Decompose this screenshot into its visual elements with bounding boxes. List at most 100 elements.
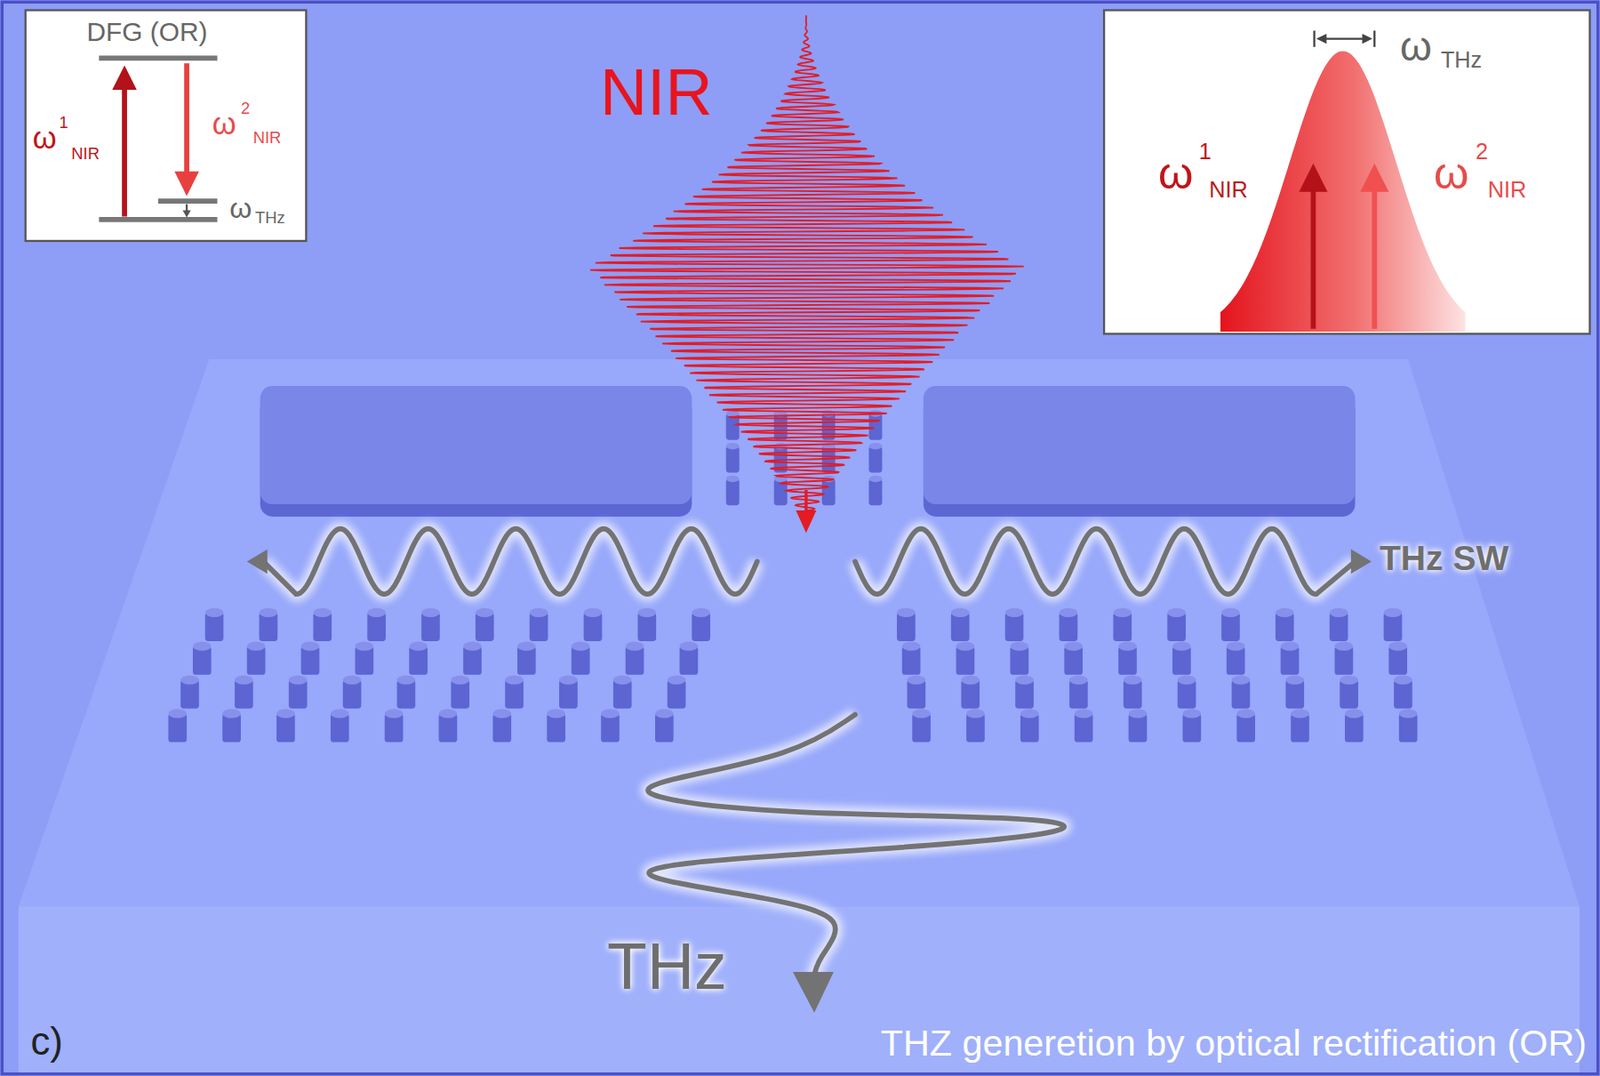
pump-arrow (121, 88, 128, 217)
pillar-top (492, 708, 512, 718)
pillar-top (517, 641, 536, 651)
pillar (726, 478, 740, 505)
pillar-top (343, 674, 362, 684)
pillar-top (956, 641, 976, 651)
pillar-top (1182, 708, 1201, 718)
pillar-top (259, 608, 279, 617)
pillar-top (680, 641, 699, 651)
span-tick (1373, 30, 1376, 47)
subscript: NIR (71, 145, 100, 162)
energy-level (158, 198, 218, 204)
pillar-top (475, 608, 495, 617)
pillar-top (559, 674, 578, 684)
wave-arrowhead (247, 549, 268, 575)
pillar-top (1221, 608, 1240, 617)
thz-surface-wave-glow (855, 528, 1355, 594)
pillar-top (907, 674, 927, 684)
span-tick (1312, 30, 1315, 47)
pillar-top (247, 641, 266, 651)
pillar-top (1339, 674, 1359, 684)
pillar-top (1399, 708, 1418, 718)
pillar-top (600, 708, 620, 718)
pillar-top (421, 608, 440, 617)
pillar-top (1123, 674, 1143, 684)
pillar-top (276, 708, 296, 718)
thz-surface-wave (263, 528, 758, 594)
nir-arrowhead (795, 510, 816, 533)
subscript: THz (255, 209, 286, 226)
omega-symbol: ω (229, 193, 252, 223)
omega-symbol: ω (212, 108, 237, 139)
pillar-top (450, 674, 470, 684)
pillar-top (960, 674, 980, 684)
electrode-pad (260, 385, 693, 504)
omega-symbol: ω (1158, 151, 1193, 197)
omega-symbol: ω (1400, 26, 1432, 68)
pillar-top (951, 608, 970, 617)
spectrum-inset (1104, 9, 1590, 334)
pillar (726, 446, 740, 473)
pillar-top (584, 608, 603, 617)
nir-pulse (590, 15, 1024, 523)
pillar-top (1344, 708, 1364, 718)
pillar-top (726, 442, 740, 449)
pillar-top (546, 708, 566, 718)
subscript: NIR (1208, 178, 1248, 201)
pillar-top (1232, 674, 1251, 684)
pillar-top (439, 708, 458, 718)
pillar-top (301, 641, 320, 651)
pillar (868, 446, 882, 473)
pillar-top (912, 708, 931, 718)
superscript: 2 (1475, 140, 1488, 163)
pump-arrowhead (112, 64, 137, 90)
thz-arrowhead-small (182, 209, 191, 217)
pillar-top (408, 641, 428, 651)
pillar-top (896, 608, 916, 617)
inset-frame (1104, 9, 1590, 334)
pillar-top (571, 641, 591, 651)
pillar-top (1118, 641, 1137, 651)
pillar-top (1335, 641, 1354, 651)
subscript: NIR (253, 129, 282, 146)
pillar-top (1177, 674, 1197, 684)
pillar-top (192, 641, 212, 651)
pillar-top (504, 674, 524, 684)
pillar-top (726, 475, 740, 482)
superscript: 1 (59, 114, 69, 131)
pillar-top (1285, 674, 1304, 684)
pillar-top (1236, 708, 1256, 718)
energy-level (98, 216, 217, 223)
frequency-arrowhead (1360, 163, 1389, 192)
beam-label: NIR (600, 59, 713, 125)
inset-frame (25, 9, 307, 240)
spectrum-gaussian (1220, 50, 1466, 332)
subscript: THz (1440, 48, 1482, 72)
caption: THZ generetion by optical rectification … (880, 1024, 1587, 1062)
pillar-top (1384, 608, 1403, 617)
pillar-top (966, 708, 985, 718)
signal-arrow (184, 63, 190, 174)
pillar-top (1167, 608, 1186, 617)
span-arrowhead (1316, 33, 1327, 44)
pillar-top (330, 708, 350, 718)
pillar-top (168, 708, 187, 718)
pillar (868, 478, 882, 505)
pillar-top (1015, 674, 1034, 684)
superscript: 2 (240, 100, 250, 117)
pillar-top (234, 674, 254, 684)
thz-surface-wave-glow (263, 528, 758, 594)
pillar-top (655, 708, 674, 718)
pillar-top (180, 674, 200, 684)
pillar-top (1280, 641, 1300, 651)
signal-arrowhead (174, 171, 200, 197)
pillar-top (868, 442, 882, 449)
pillar-top (868, 475, 882, 482)
subscript: NIR (1488, 178, 1528, 201)
pillar-top (1074, 708, 1094, 718)
frequency-arrow (1371, 188, 1377, 328)
pillar-top (1059, 608, 1079, 617)
pillar-top (1393, 674, 1413, 684)
pillar-top (1226, 641, 1246, 651)
